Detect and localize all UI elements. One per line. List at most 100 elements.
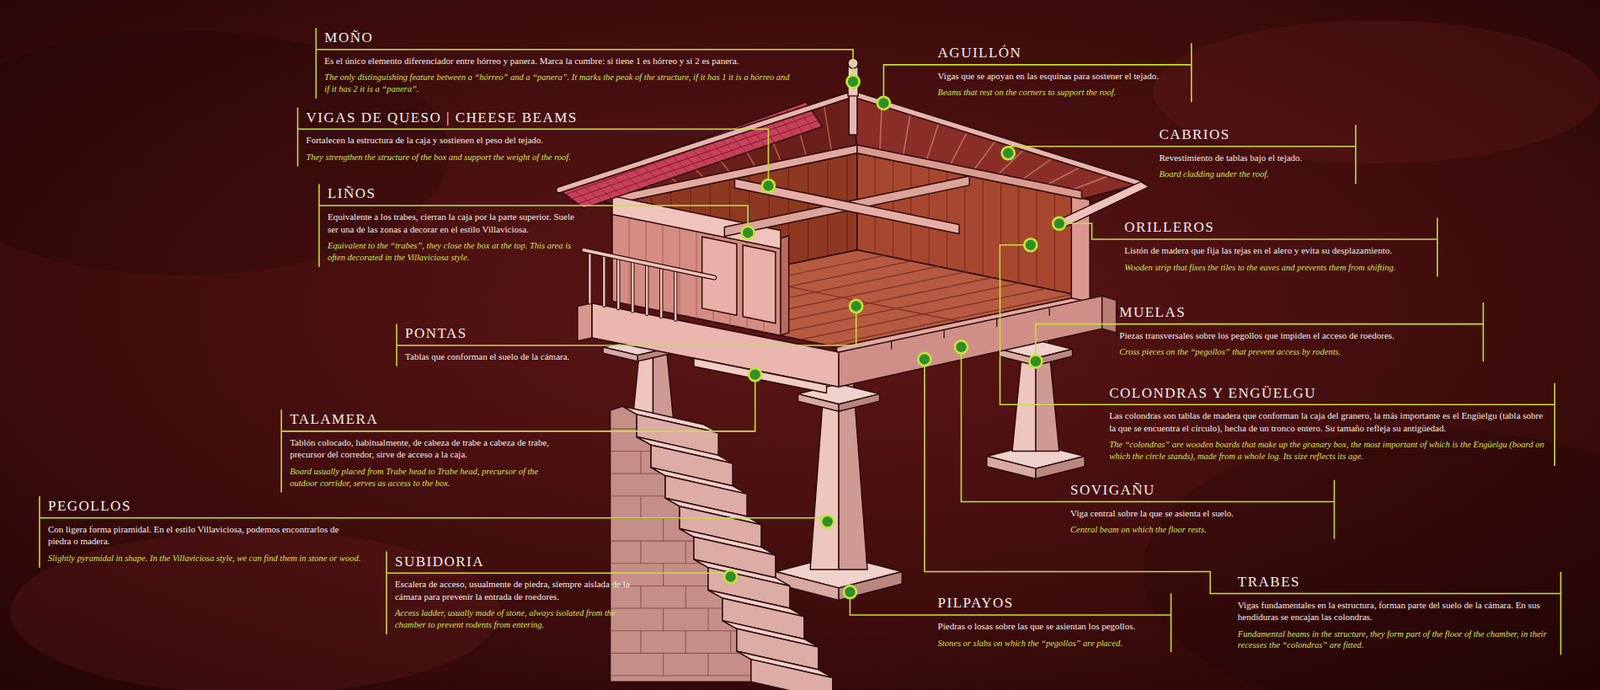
part-name: SUBIDORIA bbox=[394, 554, 636, 571]
callout-dot bbox=[741, 226, 755, 240]
callout-bracket bbox=[1553, 383, 1556, 466]
callout: MUELAS Piezas transversales sobre los peg… bbox=[1119, 304, 1477, 358]
stone-joint bbox=[640, 451, 641, 475]
description-es: Vigas que se apoyan en las esquinas para… bbox=[938, 69, 1185, 83]
stone-joint bbox=[611, 473, 665, 475]
part-name: TRABES bbox=[1237, 574, 1555, 591]
muela-slab bbox=[838, 394, 880, 412]
callout-dot bbox=[1002, 146, 1015, 160]
leader-line bbox=[1059, 223, 1438, 240]
callout-bracket bbox=[38, 496, 41, 568]
callout: ORILLEROS Listón de madera que fija las t… bbox=[1124, 219, 1431, 273]
stone-joint bbox=[685, 540, 687, 564]
highlight bbox=[1152, 20, 1600, 164]
callout-dot bbox=[762, 179, 775, 192]
stone-joint bbox=[611, 562, 708, 564]
description-en: Access ladder, usually made of stone, al… bbox=[394, 607, 636, 631]
part-name: VIGAS DE QUESO | CHEESE BEAMS bbox=[306, 110, 591, 127]
part-name: MOÑO bbox=[324, 30, 796, 47]
stone-joint bbox=[662, 517, 664, 541]
description-es: Piezas transversales sobre los pegollos … bbox=[1119, 329, 1477, 342]
callout-dot bbox=[846, 74, 859, 88]
stone-joint bbox=[662, 608, 664, 631]
callout-dot bbox=[1029, 354, 1042, 368]
callout-bracket bbox=[1436, 217, 1439, 277]
railing-rail bbox=[583, 250, 715, 278]
stone-joint bbox=[640, 630, 641, 654]
pilpayo-slab bbox=[1035, 456, 1085, 480]
description-es: Equivalente a los trabes, cierran la caj… bbox=[327, 210, 585, 235]
description-es: Tablón colocado, habitualmente, de cabez… bbox=[289, 436, 557, 461]
stone-joint bbox=[611, 629, 736, 631]
part-name: MUELAS bbox=[1119, 304, 1477, 321]
door-panel bbox=[742, 245, 776, 324]
trabe-beam bbox=[838, 295, 1103, 387]
description-es: Listón de madera que fija las tejas en e… bbox=[1124, 244, 1431, 257]
wall-cut bbox=[780, 235, 790, 336]
stone-joint bbox=[662, 652, 664, 676]
description-en: Wooden strip that fixes the tiles to the… bbox=[1124, 261, 1431, 274]
callout-dot bbox=[1052, 217, 1066, 230]
stone-joint bbox=[730, 630, 731, 654]
pilpayo-slab bbox=[838, 570, 902, 600]
callout-bracket bbox=[1560, 571, 1563, 655]
part-name: TALAMERA bbox=[289, 411, 557, 428]
stone-joint bbox=[640, 540, 641, 564]
cheese-beam bbox=[724, 176, 970, 236]
callout: PONTASTablas que conforman el suelo de l… bbox=[405, 325, 609, 363]
part-name: SOVIGAÑU bbox=[1070, 482, 1328, 499]
callout-bracket bbox=[318, 183, 320, 267]
stone-joint bbox=[707, 652, 709, 676]
railing-bar bbox=[602, 254, 606, 306]
callout-dot bbox=[917, 352, 931, 366]
part-name: PEGOLLOS bbox=[48, 498, 365, 515]
railing-bar bbox=[660, 266, 662, 317]
leader-line bbox=[1035, 324, 1483, 362]
part-name: AGUILLÓN bbox=[938, 45, 1185, 62]
part-name: ORILLEROS bbox=[1124, 219, 1431, 236]
wall-board bbox=[629, 207, 630, 304]
description-es: Con ligera forma piramidal. En el estilo… bbox=[48, 522, 365, 548]
stone-joint bbox=[611, 608, 722, 609]
leader-line bbox=[924, 358, 1562, 593]
wall-board bbox=[910, 164, 912, 262]
beam-notch bbox=[943, 329, 944, 338]
description-en: Equivalent to the “trabes”, they close t… bbox=[327, 240, 585, 264]
wall-board bbox=[892, 160, 894, 257]
description-en: Board usually placed from Trabe head to … bbox=[289, 465, 557, 490]
callout-dot bbox=[821, 515, 834, 528]
leader-lines bbox=[39, 27, 1562, 655]
callout-bracket bbox=[1354, 124, 1357, 184]
callout-dot bbox=[724, 570, 737, 583]
callout-bracket bbox=[1170, 592, 1173, 652]
callout-dot bbox=[877, 96, 891, 110]
callout: LIÑOSEquivalente a los trabes, cierran l… bbox=[327, 186, 585, 263]
callout-dot bbox=[748, 368, 762, 381]
leader-line bbox=[281, 374, 756, 432]
railing-bar bbox=[616, 257, 620, 310]
stone-joint bbox=[662, 563, 664, 587]
callout: AGUILLÓN Vigas que se apoyan en las esqui… bbox=[938, 45, 1185, 99]
beam-notch bbox=[996, 318, 998, 327]
description-en: Fundamental beams in the structure, they… bbox=[1237, 628, 1555, 652]
background-texture bbox=[0, 20, 1600, 690]
leader-line bbox=[298, 128, 769, 186]
leader-line bbox=[396, 305, 857, 346]
king-post bbox=[848, 93, 858, 134]
stone-joint bbox=[640, 496, 641, 519]
beam-end bbox=[577, 303, 592, 342]
callout: SUBIDORIAEscalera de acceso, usualmente … bbox=[394, 554, 636, 631]
description-es: Es el único elemento diferenciador entre… bbox=[324, 54, 796, 68]
aguillon-beam bbox=[853, 93, 1142, 184]
description-es: Las colondras son tablas de madera que c… bbox=[1109, 409, 1548, 434]
callout: SOVIGAÑUViga central sobre la que se asi… bbox=[1070, 482, 1328, 536]
callout-bracket bbox=[280, 409, 283, 492]
stair-riser bbox=[751, 659, 833, 690]
stone-joint bbox=[685, 630, 687, 654]
muela-slab bbox=[602, 346, 638, 362]
callout-bracket bbox=[1190, 42, 1193, 102]
cheese-beam bbox=[734, 178, 960, 234]
callout-dot bbox=[849, 299, 863, 313]
